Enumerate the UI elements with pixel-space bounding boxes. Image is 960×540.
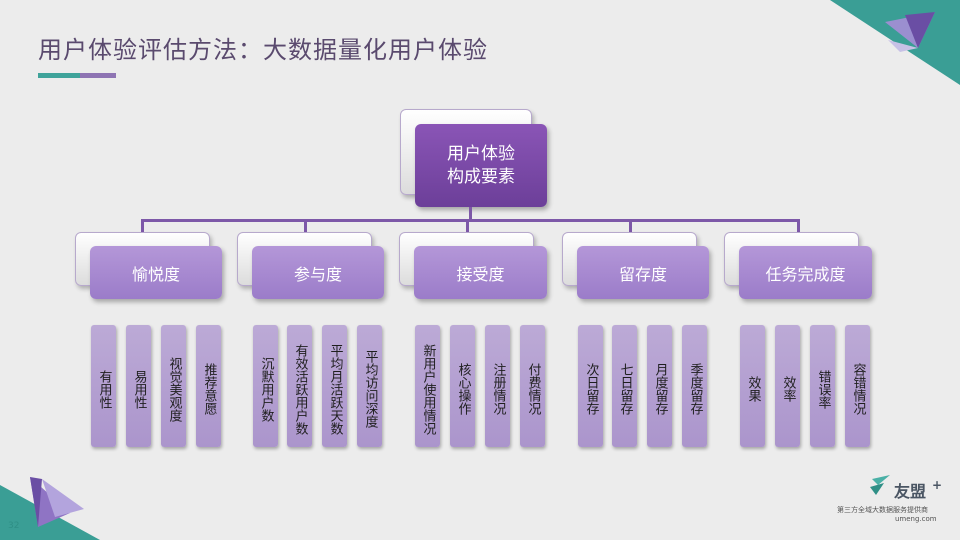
title-accent-teal [38,73,80,78]
category-label-2: 参与度 [293,264,342,284]
root-node: 用户体验 构成要素 [415,124,547,207]
connector-horizontal [141,219,800,222]
category-node-2: 参与度 [252,246,384,299]
leaf-item: 易用性 [126,325,151,447]
leaf-item: 有效活跃用户数 [287,325,312,447]
category-label-1: 愉悦度 [131,264,180,284]
leaf-item: 平均访问深度 [357,325,382,447]
leaf-item: 效率 [775,325,800,447]
leaf-item: 推荐意愿 [196,325,221,447]
leaf-item: 月度留存 [647,325,672,447]
category-label-4: 留存度 [618,264,667,284]
root-label-line2: 构成要素 [447,166,515,187]
category-node-1: 愉悦度 [90,246,222,299]
brand-url: umeng.com [895,515,937,523]
category-label-5: 任务完成度 [765,264,846,284]
brand-tagline: 第三方全域大数据服务提供商 [837,506,928,514]
page-number: 32 [8,521,20,531]
corner-decoration-top-right [830,0,960,85]
leaf-item: 容错情况 [845,325,870,447]
leaf-item: 付费情况 [520,325,545,447]
connector-root-stem [469,207,472,221]
leaf-item: 季度留存 [682,325,707,447]
title-accent-purple [80,73,116,78]
page-title: 用户体验评估方法：大数据量化用户体验 [38,36,488,64]
leaf-item: 视觉美观度 [161,325,186,447]
leaf-item: 错误率 [810,325,835,447]
leaf-item: 有用性 [91,325,116,447]
leaf-item: 平均月活跃天数 [322,325,347,447]
leaf-item: 注册情况 [485,325,510,447]
leaf-item: 新用户使用情况 [415,325,440,447]
leaf-item: 七日留存 [612,325,637,447]
category-label-3: 接受度 [456,264,505,284]
leaf-item: 核心操作 [450,325,475,447]
leaf-item: 效果 [740,325,765,447]
category-node-5: 任务完成度 [739,246,872,299]
category-node-3: 接受度 [414,246,547,299]
brand-name: 友盟 [894,482,927,501]
corner-decoration-bottom-left [0,477,100,540]
umeng-logo-icon [870,475,890,495]
root-label-line1: 用户体验 [447,143,515,164]
brand-plus: + [932,478,943,492]
category-node-4: 留存度 [577,246,709,299]
leaf-item: 沉默用户数 [253,325,278,447]
leaf-item: 次日留存 [578,325,603,447]
